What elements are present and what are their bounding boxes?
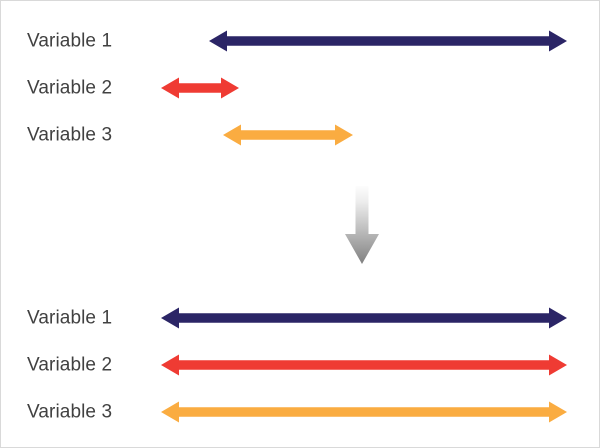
arrow-bottom-variable-3 [161, 401, 567, 423]
bottom-label-variable-1: Variable 1 [27, 307, 113, 329]
down-arrow-icon [345, 186, 379, 264]
arrow-top-variable-2 [161, 77, 239, 99]
bottom-label-variable-2: Variable 2 [27, 354, 113, 376]
arrow-top-variable-3 [223, 124, 353, 146]
bottom-panel-arrows [161, 307, 567, 423]
arrow-top-variable-1 [209, 30, 567, 52]
arrow-bottom-variable-2 [161, 354, 567, 376]
arrow-bottom-variable-1 [161, 307, 567, 329]
transition-arrow-group [345, 186, 379, 264]
top-label-variable-2: Variable 2 [27, 77, 113, 99]
bottom-label-variable-3: Variable 3 [27, 401, 113, 423]
top-panel-arrows [161, 30, 567, 146]
top-label-variable-1: Variable 1 [27, 30, 113, 52]
top-label-variable-3: Variable 3 [27, 124, 113, 146]
